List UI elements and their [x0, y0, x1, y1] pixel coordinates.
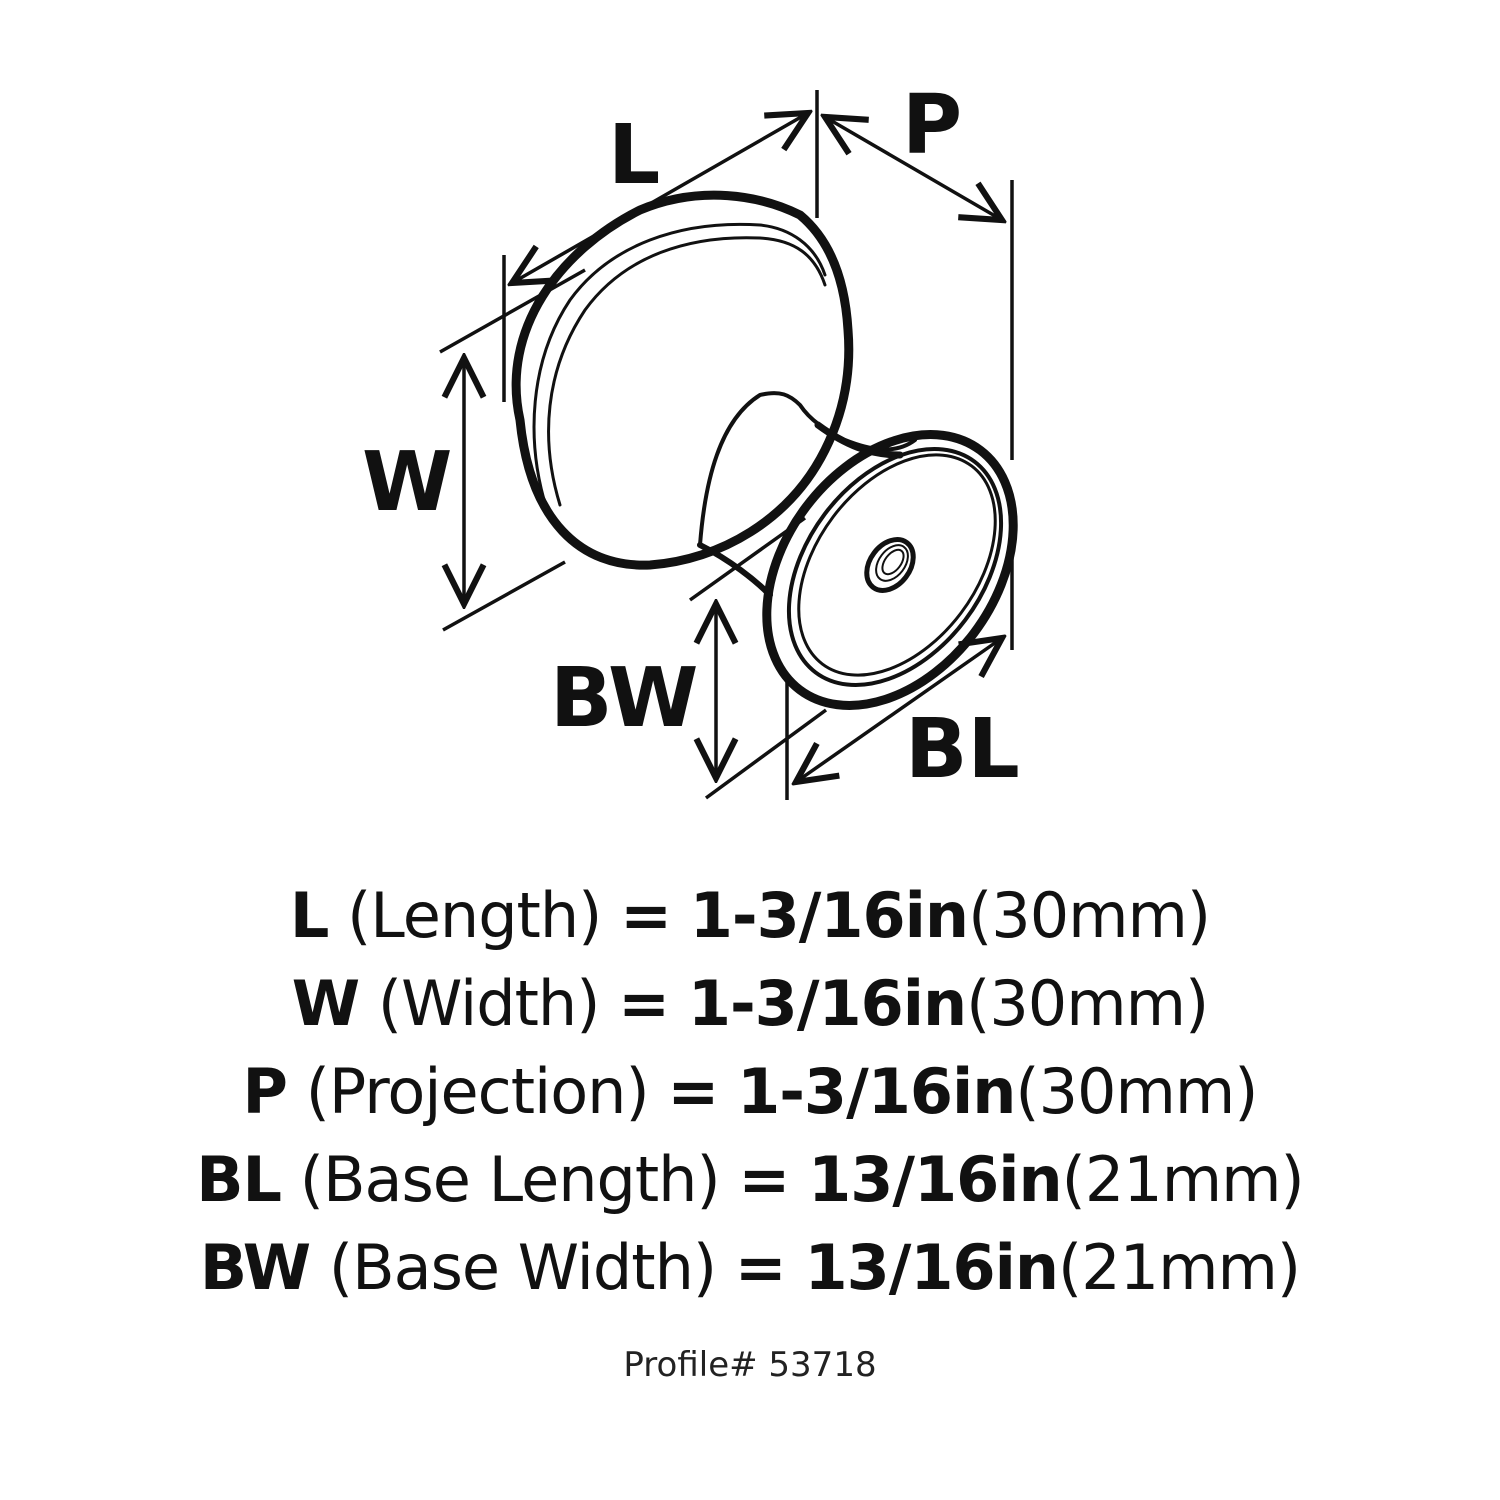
- spec-mm: (30mm): [1015, 1055, 1258, 1128]
- spec-mm: (30mm): [966, 967, 1209, 1040]
- spec-inches: 13/16in: [804, 1231, 1059, 1304]
- spec-code: BL: [196, 1143, 282, 1216]
- spec-equals: =: [667, 1055, 719, 1128]
- spec-mm: (21mm): [1058, 1231, 1301, 1304]
- knob-stem-joint: [814, 421, 904, 459]
- label-width: W: [362, 435, 452, 530]
- label-base-width: BW: [550, 651, 698, 746]
- spec-mm: (21mm): [1061, 1143, 1305, 1216]
- spec-mm: (30mm): [968, 879, 1211, 952]
- spec-name: (Base Length): [299, 1143, 721, 1216]
- length-dimension-arrow: [512, 113, 808, 283]
- spec-equals: =: [620, 879, 672, 952]
- knob-dimension-diagram: L P W BW BL: [362, 78, 1020, 800]
- spec-code: L: [289, 879, 330, 952]
- spec-base-length: BL (Base Length) = 13/16in(21mm): [0, 1136, 1500, 1224]
- spec-inches: 1-3/16in: [737, 1055, 1016, 1128]
- base-length-dimension-arrow: [796, 638, 1002, 782]
- spec-name: (Projection): [305, 1055, 650, 1128]
- spec-inches: 1-3/16in: [687, 967, 967, 1040]
- spec-code: P: [242, 1055, 288, 1128]
- knob-drawing: [511, 190, 1018, 710]
- profile-number: Profile# 53718: [623, 1345, 877, 1385]
- spec-inches: 1-3/16in: [689, 879, 969, 952]
- knob-head-inner-ring: [532, 222, 827, 512]
- spec-code: BW: [199, 1231, 311, 1304]
- spec-equals: =: [738, 1143, 790, 1216]
- spec-inches: 13/16in: [808, 1143, 1063, 1216]
- knob-stem: [698, 391, 917, 547]
- spec-base-width: BW (Base Width) = 13/16in(21mm): [0, 1224, 1500, 1312]
- spec-name: (Width): [377, 967, 601, 1040]
- label-base-length: BL: [905, 702, 1020, 797]
- projection-dimension-arrow: [825, 117, 1002, 220]
- spec-equals: =: [618, 967, 670, 1040]
- dimension-lines: [439, 90, 1014, 800]
- knob-threaded-hole: [864, 537, 916, 593]
- spec-code: W: [291, 967, 360, 1040]
- spec-name: (Base Width): [328, 1231, 717, 1304]
- spec-equals: =: [734, 1231, 787, 1304]
- label-length: L: [608, 108, 660, 203]
- spec-projection: P (Projection) = 1-3/16in(30mm): [0, 1048, 1500, 1136]
- spec-width: W (Width) = 1-3/16in(30mm): [0, 960, 1500, 1048]
- dimension-specs-list: L (Length) = 1-3/16in(30mm) W (Width) = …: [0, 872, 1500, 1312]
- label-projection: P: [902, 78, 962, 173]
- spec-length: L (Length) = 1-3/16in(30mm): [0, 872, 1500, 960]
- spec-name: (Length): [347, 879, 602, 952]
